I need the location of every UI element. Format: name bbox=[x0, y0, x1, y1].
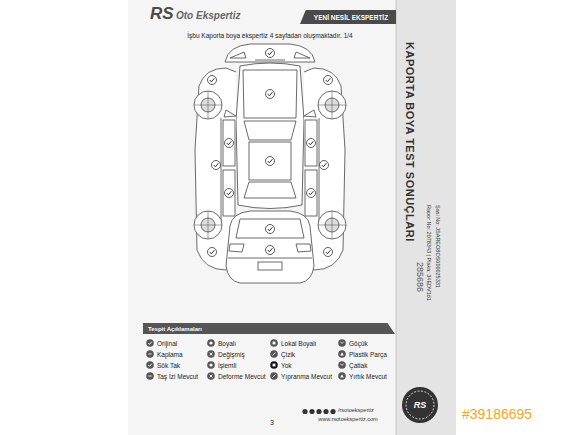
legend-text: Çatlak bbox=[349, 362, 367, 369]
check-mark bbox=[307, 189, 316, 198]
legend-icon bbox=[270, 372, 278, 380]
legend-text: Orijinal bbox=[157, 340, 177, 347]
legend-item: Yıpranma Mevcut bbox=[270, 372, 332, 380]
legend-item: Deforme Mevcut bbox=[207, 372, 266, 380]
legend-icon bbox=[207, 372, 215, 380]
check-mark bbox=[225, 139, 234, 148]
check-mark bbox=[266, 90, 275, 99]
check-mark bbox=[225, 189, 234, 198]
check-mark bbox=[266, 225, 275, 234]
check-mark bbox=[208, 248, 217, 257]
title: KAPORTA BOYA TEST SONUÇLARI bbox=[403, 42, 416, 242]
legend-text: Göçük bbox=[349, 340, 368, 347]
legend-icon bbox=[338, 350, 346, 358]
legend-icon bbox=[270, 350, 278, 358]
chassis-number: Şasi No: JSAREO8OS000025331 bbox=[435, 205, 441, 288]
legend-icon bbox=[146, 361, 154, 369]
social-icons bbox=[302, 409, 335, 414]
legend-icon bbox=[338, 372, 346, 380]
legend-text: Yırtık Mevcut bbox=[349, 373, 387, 380]
legend-item: Sök Tak bbox=[146, 361, 180, 369]
legend-text: Yıpranma Mevcut bbox=[281, 373, 332, 380]
logo-mark: RS bbox=[150, 4, 174, 24]
legend-text: Deforme Mevcut bbox=[218, 373, 266, 380]
logo-text: Oto Ekspertiz bbox=[176, 10, 240, 22]
check-mark bbox=[320, 161, 329, 170]
top-view-body bbox=[236, 63, 304, 209]
legend-text: Lokal Boyalı bbox=[281, 340, 316, 347]
paper-sheet bbox=[128, 0, 456, 435]
check-mark bbox=[266, 157, 275, 166]
legend-text: Sök Tak bbox=[157, 362, 180, 369]
seal-text: RS bbox=[414, 400, 427, 410]
legend-icon bbox=[207, 339, 215, 347]
report-number: Rapor No: 2078343 | Plaka: 34EDV161 bbox=[426, 205, 432, 301]
social-handle: /rsotoekspertiz bbox=[338, 407, 374, 413]
legend-icon bbox=[207, 350, 215, 358]
check-mark bbox=[208, 76, 217, 85]
page-number: 3 bbox=[270, 419, 274, 427]
check-mark bbox=[324, 248, 333, 257]
side-strip bbox=[396, 0, 456, 435]
legend-icon bbox=[270, 361, 278, 369]
legend-text: Taş İzi Mevcut bbox=[157, 373, 198, 380]
seal-badge bbox=[402, 387, 438, 423]
check-mark bbox=[266, 49, 275, 58]
legend-item: Orijinal bbox=[146, 339, 177, 347]
check-mark bbox=[266, 246, 275, 255]
legend-item: Lokal Boyalı bbox=[270, 339, 316, 347]
legend-item: Taş İzi Mevcut bbox=[146, 372, 198, 380]
check-mark bbox=[324, 76, 333, 85]
band-text: Tespit Açıklamaları bbox=[148, 326, 202, 332]
check-mark bbox=[212, 161, 221, 170]
legend-icon bbox=[338, 339, 346, 347]
listing-id: #39186695 bbox=[462, 406, 532, 422]
legend-text: Kaplama bbox=[157, 351, 183, 358]
check-mark bbox=[307, 139, 316, 148]
legend-icon bbox=[146, 350, 154, 358]
seal-ring bbox=[406, 391, 434, 419]
legend-icon bbox=[146, 372, 154, 380]
legend-item: Plastik Parça bbox=[338, 350, 387, 358]
legend-text: Yok bbox=[281, 362, 292, 369]
legend-text: Plastik Parça bbox=[349, 351, 387, 358]
legend-item: Değişmiş bbox=[207, 350, 245, 358]
legend-icon bbox=[338, 361, 346, 369]
legend-item: Boyalı bbox=[207, 339, 236, 347]
legend-text: İşlemli bbox=[218, 362, 236, 369]
legend-text: Çizik bbox=[281, 351, 295, 358]
website: www.rsotoekspertiz.com bbox=[318, 416, 377, 422]
serial-number: 285686 bbox=[415, 262, 425, 292]
strip-edge bbox=[396, 0, 397, 435]
header-band: YENİ NESİL EKSPERTİZ bbox=[300, 10, 396, 24]
legend-heading-band: Tespit Açıklamaları bbox=[143, 323, 395, 334]
legend-item: Çatlak bbox=[338, 361, 367, 369]
legend-item: Yırtık Mevcut bbox=[338, 372, 387, 380]
legend-item: İşlemli bbox=[207, 361, 236, 369]
check-marks bbox=[208, 49, 333, 257]
legend-item: Çizik bbox=[270, 350, 295, 358]
front-bumper bbox=[225, 44, 315, 62]
band-text: YENİ NESİL EKSPERTİZ bbox=[314, 14, 388, 21]
car-diagram bbox=[194, 44, 346, 283]
legend-text: Boyalı bbox=[218, 340, 236, 347]
legend-item: Yok bbox=[270, 361, 292, 369]
legend-icon bbox=[207, 361, 215, 369]
rear-view bbox=[226, 211, 314, 283]
legend-text: Değişmiş bbox=[218, 351, 245, 358]
legend-icon bbox=[270, 339, 278, 347]
legend-item: Kaplama bbox=[146, 350, 183, 358]
legend-icon bbox=[146, 339, 154, 347]
page-note: İşbu Kaporta boya ekspertiz 4 sayfadan o… bbox=[187, 32, 353, 39]
legend-item: Göçük bbox=[338, 339, 368, 347]
